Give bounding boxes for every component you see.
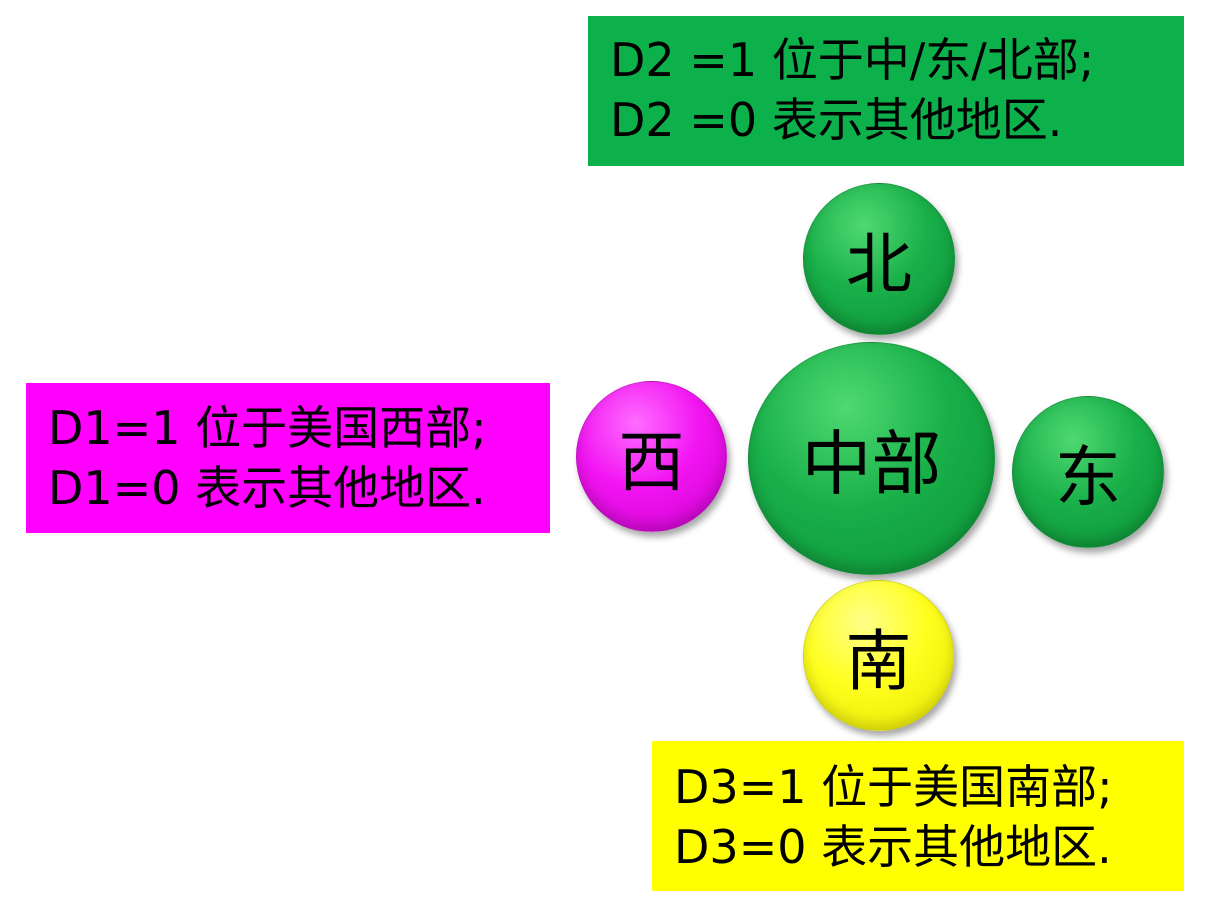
region-circle-center: 中部 [748,342,995,575]
region-label-center: 中部 [801,423,942,505]
d2-definition-box: D2 =1 位于中/东/北部; D2 =0 表示其他地区. [588,16,1184,166]
region-label-south: 南 [845,622,912,700]
d3-definition-box: D3=1 位于美国南部; D3=0 表示其他地区. [652,741,1184,891]
region-circle-south: 南 [803,580,954,731]
region-circle-west: 西 [576,381,727,532]
d1-line-1: D1=1 位于美国西部; [48,401,487,455]
d3-line-2: D3=0 表示其他地区. [674,820,1112,874]
d3-line-1: D3=1 位于美国南部; [674,760,1113,814]
region-label-north: 北 [846,226,912,303]
region-circle-north: 北 [803,183,955,335]
d1-line-2: D1=0 表示其他地区. [48,461,486,515]
region-label-west: 西 [618,423,685,501]
region-circle-east: 东 [1012,396,1164,548]
d2-line-1: D2 =1 位于中/东/北部; [610,33,1095,87]
region-label-east: 东 [1055,439,1121,516]
d2-line-2: D2 =0 表示其他地区. [610,93,1063,147]
d1-definition-box: D1=1 位于美国西部; D1=0 表示其他地区. [26,383,550,533]
